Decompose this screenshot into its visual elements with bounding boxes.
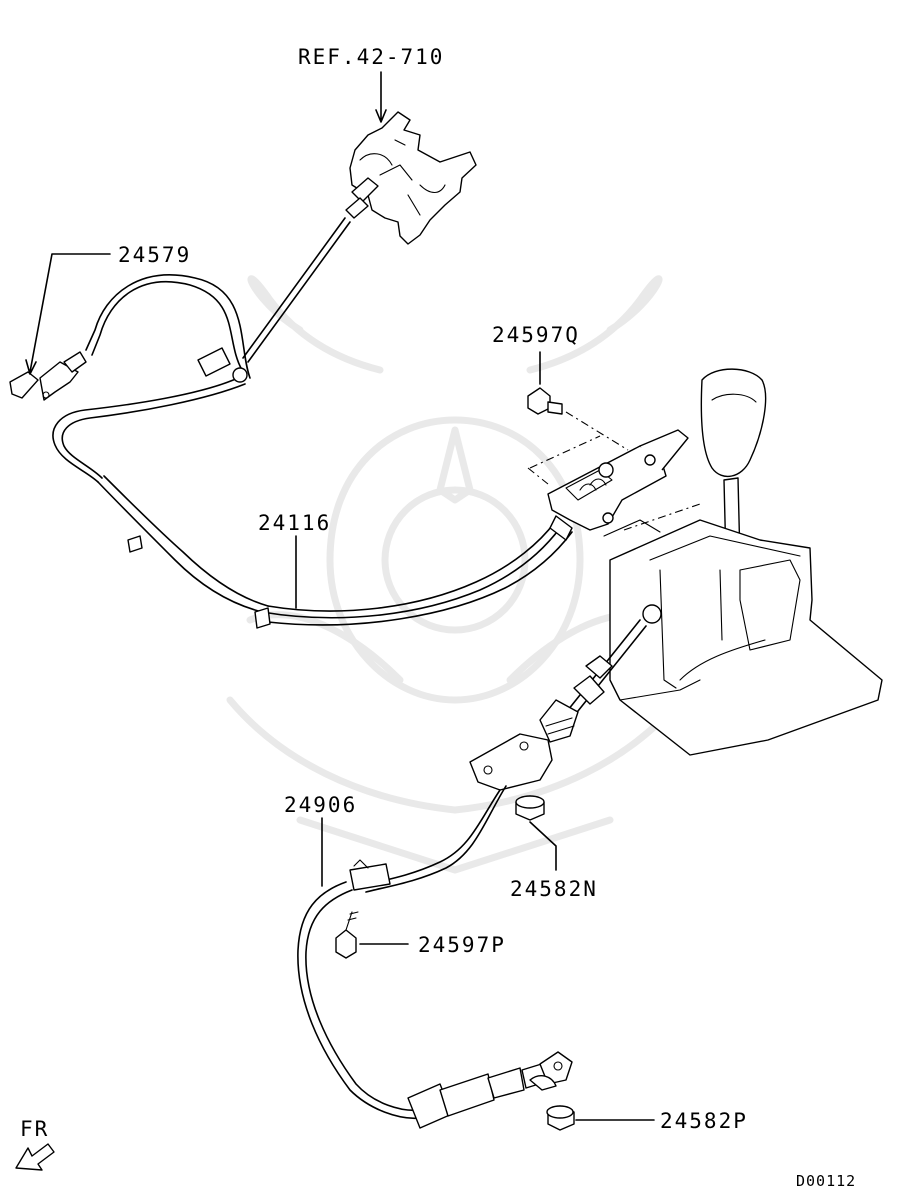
transmission-control-cable-lower	[297, 604, 662, 1129]
shift-lever-assembly	[603, 368, 883, 756]
leader-24582n	[529, 821, 557, 871]
transmission-control-cable-upper	[52, 217, 573, 629]
leader-24579	[25, 253, 111, 375]
direction-label: FR	[20, 1117, 49, 1141]
callout-24582n[interactable]: 24582N	[510, 877, 598, 901]
drawing-code: D00112	[796, 1172, 856, 1187]
install-line-bracket	[527, 435, 601, 485]
part-24582n-bushing[interactable]	[515, 795, 545, 821]
part-24597p-bolt[interactable]	[335, 911, 359, 959]
install-line-24597q	[565, 411, 629, 451]
reference-label[interactable]: REF.42-710	[298, 45, 444, 69]
callout-24579[interactable]: 24579	[118, 243, 191, 267]
callout-24597p[interactable]: 24597P	[418, 933, 506, 957]
leader-ref-42-710	[375, 71, 387, 123]
part-24579-clip[interactable]	[9, 351, 87, 401]
part-24597q-bolt[interactable]	[527, 387, 563, 415]
callout-24906[interactable]: 24906	[284, 793, 357, 817]
front-direction-arrow: FR	[15, 1117, 55, 1171]
transmission-linkage-assembly	[345, 111, 477, 245]
cable-bracket-assembly	[547, 429, 689, 541]
callout-24582p[interactable]: 24582P	[660, 1109, 748, 1133]
callout-24116[interactable]: 24116	[258, 511, 331, 535]
callout-24597q[interactable]: 24597Q	[492, 323, 580, 347]
part-24582p-bushing[interactable]	[546, 1105, 575, 1131]
